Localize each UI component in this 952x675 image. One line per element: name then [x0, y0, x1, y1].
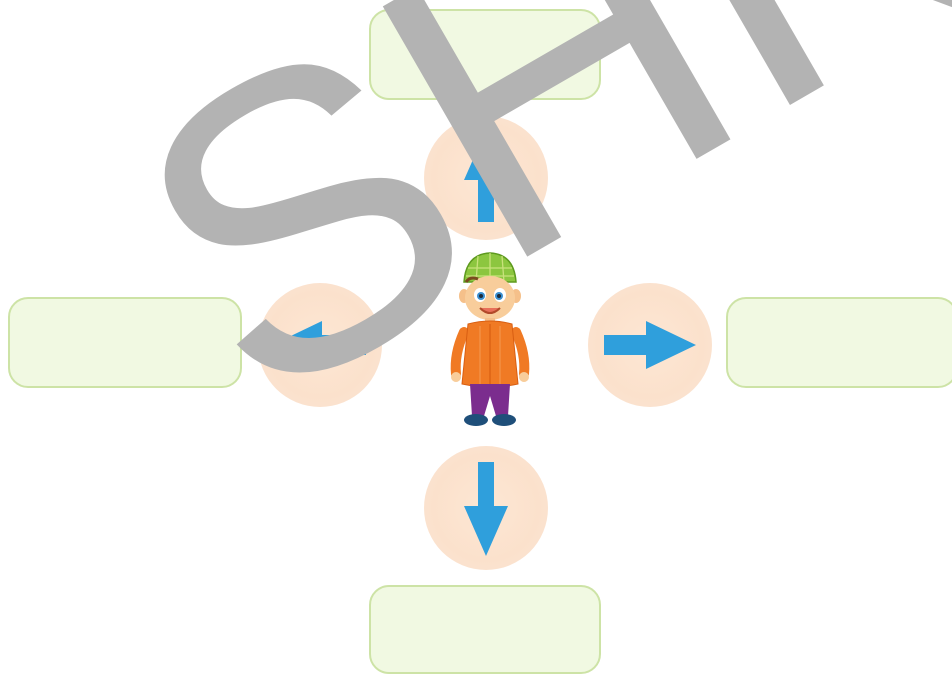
- arrow-right-icon: [588, 283, 712, 407]
- boy-figure: [440, 246, 540, 432]
- arrow-left-icon: [258, 283, 382, 407]
- arrow-down-icon: [424, 446, 548, 570]
- arrow-up-circle: [424, 116, 548, 240]
- answer-box-down[interactable]: [369, 585, 601, 674]
- arrow-up-icon: [424, 116, 548, 240]
- answer-box-right[interactable]: [726, 297, 952, 388]
- arrow-left-circle: [258, 283, 382, 407]
- arrow-down-circle: [424, 446, 548, 570]
- answer-box-up[interactable]: [369, 9, 601, 100]
- arrow-right-circle: [588, 283, 712, 407]
- answer-box-left[interactable]: [8, 297, 242, 388]
